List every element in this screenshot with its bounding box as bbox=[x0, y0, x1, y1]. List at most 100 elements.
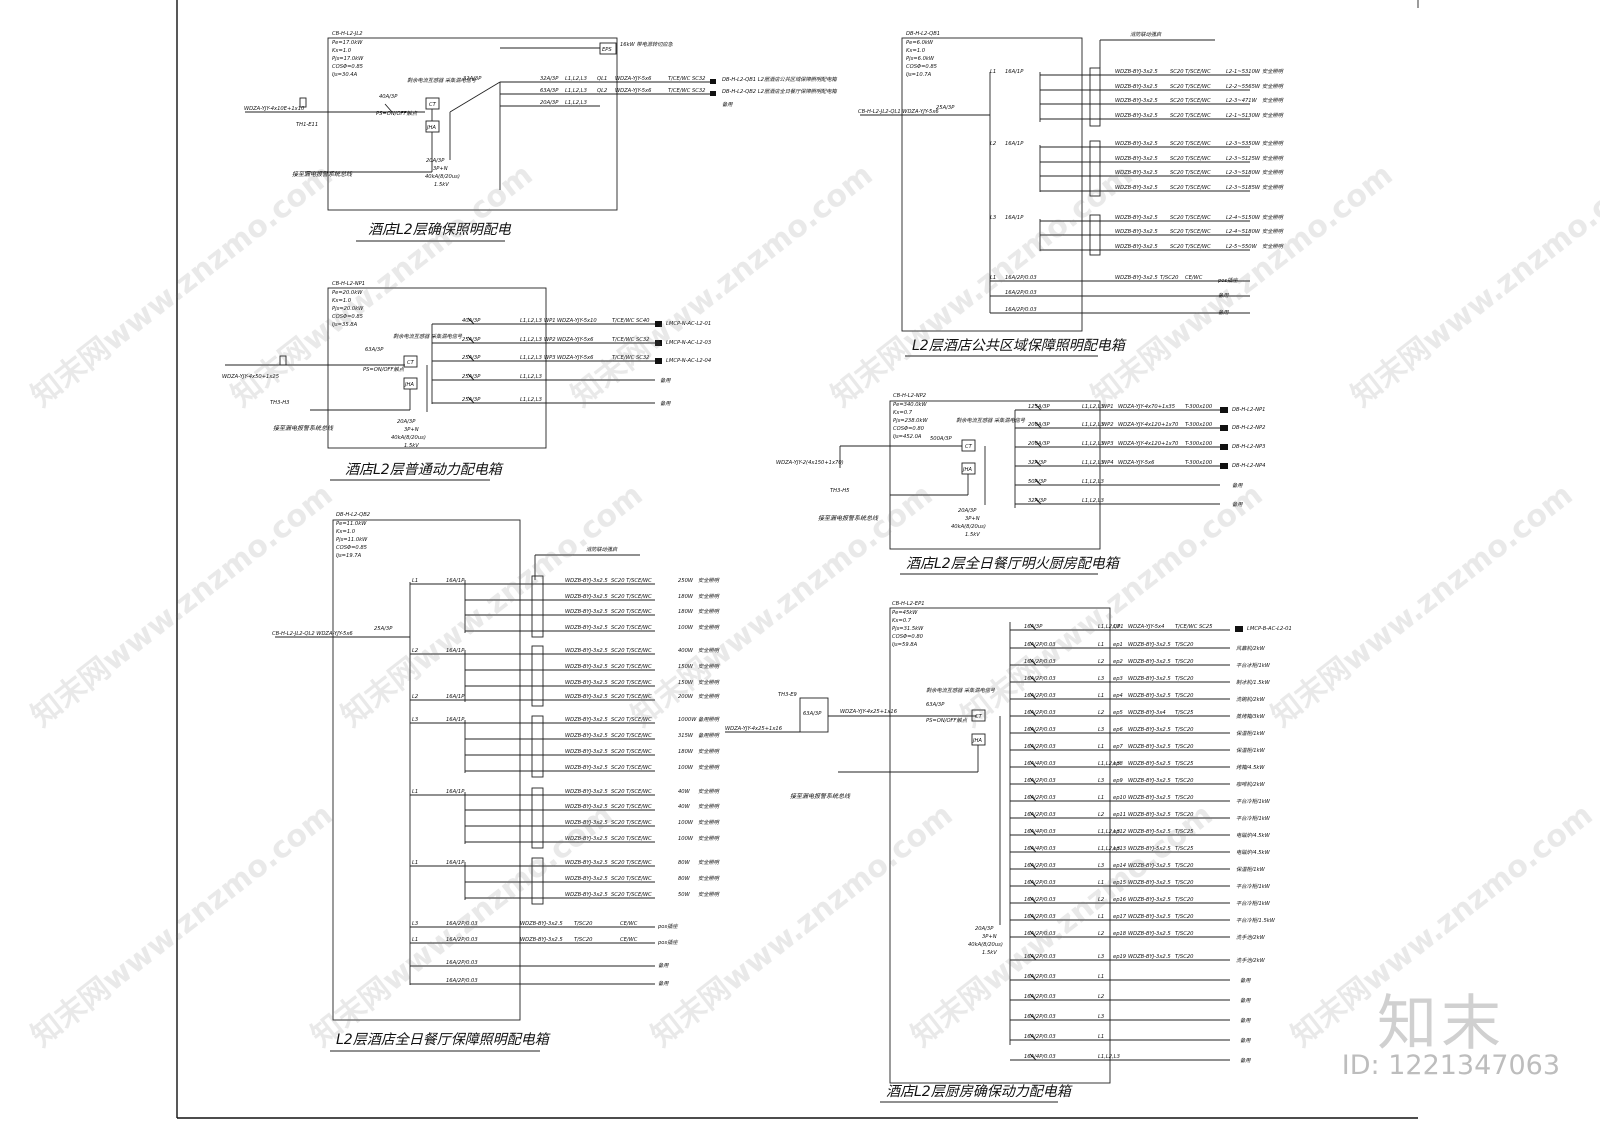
circuit-text: 25A/3P bbox=[462, 355, 481, 361]
main-breaker-label: 25A/3P bbox=[936, 105, 955, 111]
control-module bbox=[1039, 67, 1101, 127]
circuit-text: ep14 bbox=[1113, 863, 1126, 869]
circuit-text: 16A/2P/0.03 bbox=[1024, 914, 1056, 920]
control-module bbox=[1039, 140, 1101, 197]
wire bbox=[1034, 403, 1042, 411]
feeder-cable: WDZA-YJY-2(4x150+1x70) bbox=[776, 460, 844, 466]
circuit-text: CE/WC bbox=[620, 921, 638, 927]
circuit-text: WDZB-BYJ-3x2.5 bbox=[565, 876, 608, 882]
circuit-text: L2-3~5 bbox=[1226, 185, 1246, 191]
circuit-text: L3 bbox=[990, 215, 996, 221]
circuit-text: LMCP-B-AC-L2-01 bbox=[1247, 626, 1292, 632]
circuit-text: 保温柜/1kW bbox=[1236, 747, 1266, 754]
circuit-text: L1 bbox=[1098, 880, 1104, 886]
rcm-note: 剩余电流互感器 采集漏电信号 bbox=[393, 333, 463, 340]
circuit-text: L2-3~5 bbox=[1226, 156, 1246, 162]
circuit-text: 16A/1P bbox=[446, 694, 465, 700]
circuit-text: SC20 T/SCE/WC bbox=[1170, 156, 1211, 162]
circuit-text: T/SC20 bbox=[1175, 676, 1194, 682]
control-module bbox=[464, 787, 544, 849]
circuit-text: 平台冷柜/1kW bbox=[1236, 883, 1271, 890]
circuit-text: WDZB-BYJ-3x2.5 bbox=[1115, 275, 1158, 281]
panel-np1: CB-H-L2-NP1 Pe=20.0kW Kx=1.0 Pjs=20.0kW … bbox=[222, 281, 711, 481]
param: Pjs=17.0kW bbox=[332, 56, 364, 62]
main-breaker-note: PS=ON/OFF触点 bbox=[363, 366, 405, 373]
circuit-text: SC20 T/SCE/WC bbox=[1170, 98, 1211, 104]
wire bbox=[1029, 930, 1037, 938]
circuit-text: WDZB-BYJ-3x2.5 bbox=[565, 648, 608, 654]
circuit-text: WP1 bbox=[1102, 404, 1114, 410]
panel-code: CB-H-L2-EP1 bbox=[892, 601, 925, 607]
circuit-text: WDZA-YJY-4x120+1x70 bbox=[1118, 422, 1179, 428]
circuit-text: WDZB-BYJ-3x2.5 bbox=[1128, 897, 1171, 903]
circuit-text: 备用 bbox=[658, 962, 669, 969]
circuit-text: 125W bbox=[1245, 156, 1261, 162]
spd-label: 40kA(8/20us) bbox=[425, 174, 460, 180]
svg-text:WDZA-YJY-5x6: WDZA-YJY-5x6 bbox=[615, 76, 652, 82]
circuit-text: SC20 T/SCE/WC bbox=[611, 860, 652, 866]
panel-code: CB-H-L2-NP2 bbox=[893, 393, 926, 399]
circuit-text: 180W bbox=[678, 594, 694, 600]
circuit-text: SC20 T/SCE/WC bbox=[1170, 170, 1211, 176]
circuit-text: SC20 T/SCE/WC bbox=[611, 820, 652, 826]
circuit-text: L1,L2,L3 bbox=[1098, 624, 1120, 630]
circuit-text: 安全照明 bbox=[1262, 68, 1284, 75]
circuit-text: 16A/4P/0.03 bbox=[1024, 1054, 1056, 1060]
panel-qb1: DB-H-L2-QB1 Pe=6.0kW Kx=1.0 Pjs=6.0kW CO… bbox=[858, 31, 1284, 357]
circuit-text: L2 bbox=[990, 141, 996, 147]
main-breaker-label: 40A/3P bbox=[379, 94, 398, 100]
panel-code: CB-H-L2-NP1 bbox=[332, 281, 365, 287]
circuit-text: WP3 bbox=[1102, 441, 1114, 447]
circuit-text: 16A/3P bbox=[1024, 624, 1043, 630]
circuit-text: L1 bbox=[412, 860, 418, 866]
control-module bbox=[464, 575, 544, 638]
rcm-note: 剩余电流互感器 采集漏电信号 bbox=[956, 417, 1026, 424]
circuit-text: 16A/2P/0.03 bbox=[1024, 897, 1056, 903]
circuit-text: CE/WC bbox=[620, 937, 638, 943]
circuit-text: L1,L2,L3 bbox=[1082, 479, 1104, 485]
circuit-text: 安全照明 bbox=[1262, 155, 1284, 162]
circuit-text: 16A/2P/0.03 bbox=[446, 937, 478, 943]
circuit-text: WDZB-BYJ-3x2.5 bbox=[1128, 642, 1171, 648]
control-module-box bbox=[1089, 67, 1101, 127]
feeder-tag: TH3-E9 bbox=[778, 692, 797, 698]
circuit-text: L2 bbox=[1098, 659, 1104, 665]
circuit-text: 安全照明 bbox=[1262, 243, 1284, 250]
circuit-text: DB-H-L2-NP2 bbox=[1232, 425, 1265, 431]
circuit-text: L2 bbox=[1098, 897, 1104, 903]
circuit-text: 16A/4P/0.03 bbox=[1024, 829, 1056, 835]
breaker-symbol bbox=[384, 103, 393, 113]
svg-text:备用: 备用 bbox=[722, 101, 733, 108]
circuit-text: 565W bbox=[1245, 84, 1261, 90]
circuit-text: 16A/2P/0.03 bbox=[1024, 974, 1056, 980]
wire bbox=[1029, 828, 1037, 836]
circuit-text: L3 bbox=[412, 921, 418, 927]
panel-title: L2层酒店全日餐厅保障照明配电箱 bbox=[336, 1032, 551, 1048]
circuit-text: 16A/2P/0.03 bbox=[446, 921, 478, 927]
circuit-text: L2-3~5 bbox=[1226, 170, 1246, 176]
param: Kx=1.0 bbox=[906, 48, 926, 54]
feeder-tag: TH1-E11 bbox=[296, 122, 318, 128]
svg-text:DB-H-L2-QB2 L2层酒店全日餐厅保障照明配电箱: DB-H-L2-QB2 L2层酒店全日餐厅保障照明配电箱 bbox=[722, 88, 837, 95]
svg-text:JHA: JHA bbox=[426, 125, 436, 131]
image-id: ID: 1221347063 bbox=[1341, 1050, 1560, 1081]
spd-label: 3P+N bbox=[433, 166, 448, 172]
circuit-text: WDZB-BYJ-3x2.5 bbox=[1128, 744, 1171, 750]
wire bbox=[1029, 641, 1037, 649]
footnote: 接至漏电报警系统总线 bbox=[292, 170, 353, 178]
circuit-text: WDZB-BYJ-3x2.5 bbox=[1115, 84, 1158, 90]
circuit-text: 备用照明 bbox=[698, 716, 720, 723]
circuit-text: T/SC20 bbox=[1175, 693, 1194, 699]
circuit-text: 16A/2P/0.03 bbox=[1024, 642, 1056, 648]
